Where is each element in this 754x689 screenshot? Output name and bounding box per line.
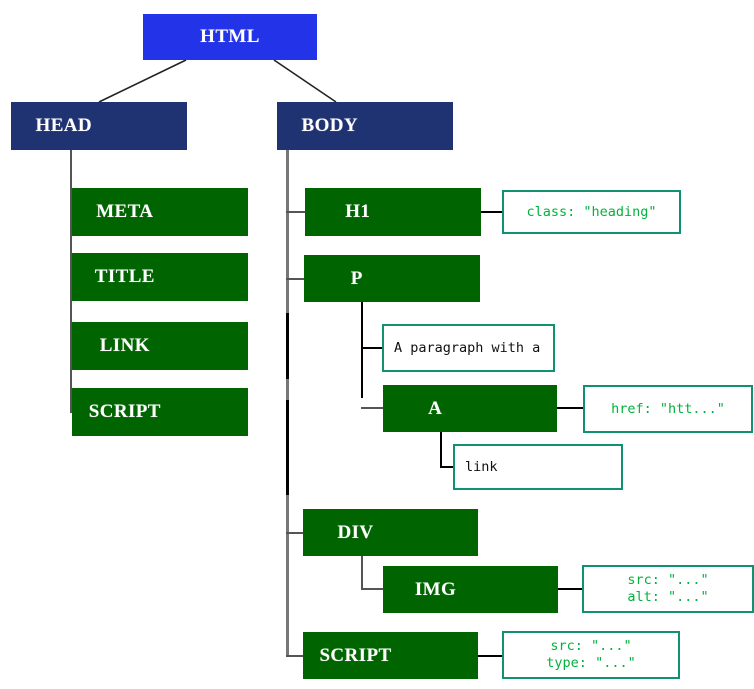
attr-box-script[interactable]: src: "..." type: "..." <box>502 631 680 679</box>
attr-box-a-href[interactable]: href: "htt..." <box>583 385 753 433</box>
node-meta-label: META <box>96 201 154 222</box>
node-title-label: TITLE <box>94 266 155 287</box>
edge-body-script <box>286 655 308 657</box>
edge-a-href <box>557 407 583 409</box>
attr-box-h1-class[interactable]: class: "heading" <box>502 190 681 234</box>
attr-box-img[interactable]: src: "..." alt: "..." <box>582 565 754 613</box>
node-p-label: P <box>350 267 363 289</box>
edge-img-attrs <box>558 588 582 590</box>
node-head[interactable]: HEAD <box>11 102 187 150</box>
node-img[interactable]: IMG <box>383 566 558 613</box>
attr-img-src-text: src: "..." <box>627 572 709 588</box>
edge-body-h1 <box>286 211 308 213</box>
node-a[interactable]: A <box>383 385 557 432</box>
text-box-p[interactable]: A paragraph with a <box>382 324 555 372</box>
edge-script-attrs <box>478 655 502 657</box>
node-html-label: HTML <box>200 26 260 47</box>
edge-div-img <box>361 588 385 590</box>
edge-p-a <box>361 407 385 409</box>
node-script-head[interactable]: SCRIPT <box>72 388 248 436</box>
edge-body-p <box>286 278 308 280</box>
node-div-label: DIV <box>337 521 374 543</box>
node-title[interactable]: TITLE <box>72 253 248 301</box>
node-a-label: A <box>428 397 443 419</box>
text-a-content: link <box>465 458 498 475</box>
attr-script-type-text: type: "..." <box>546 655 636 671</box>
node-link[interactable]: LINK <box>72 322 248 370</box>
attr-h1-class-text: class: "heading" <box>526 203 657 220</box>
node-head-label: HEAD <box>35 115 93 136</box>
edge-head-spine <box>70 150 72 413</box>
edge-a-text <box>440 466 454 468</box>
node-script-body-label: SCRIPT <box>319 644 392 666</box>
edge-body-spine-overlay-upper <box>286 313 289 379</box>
attr-a-href-text: href: "htt..." <box>611 400 725 417</box>
attr-img-alt-text: alt: "..." <box>627 589 709 605</box>
edge-div-img-vertical <box>361 556 363 589</box>
edge-p-text <box>361 347 384 349</box>
text-box-a[interactable]: link <box>453 444 623 490</box>
text-p-content: A paragraph with a <box>394 339 541 356</box>
node-img-label: IMG <box>414 578 457 600</box>
node-meta[interactable]: META <box>72 188 248 236</box>
edge-p-spine <box>361 302 363 398</box>
node-link-label: LINK <box>99 335 150 356</box>
node-div[interactable]: DIV <box>303 509 478 556</box>
edge-body-spine-overlay-lower <box>286 400 289 495</box>
node-script-body[interactable]: SCRIPT <box>303 632 478 679</box>
node-h1[interactable]: H1 <box>305 188 481 236</box>
edge-body-div <box>286 532 308 534</box>
node-p[interactable]: P <box>304 255 480 302</box>
node-h1-label: H1 <box>345 201 371 222</box>
edge-a-text-vertical <box>440 432 442 467</box>
node-body[interactable]: BODY <box>277 102 453 150</box>
node-script-head-label: SCRIPT <box>88 401 161 422</box>
node-html[interactable]: HTML <box>143 14 317 60</box>
attr-script-src-text: src: "..." <box>550 638 632 654</box>
edge-h1-class <box>481 211 504 213</box>
node-body-label: BODY <box>301 115 359 136</box>
